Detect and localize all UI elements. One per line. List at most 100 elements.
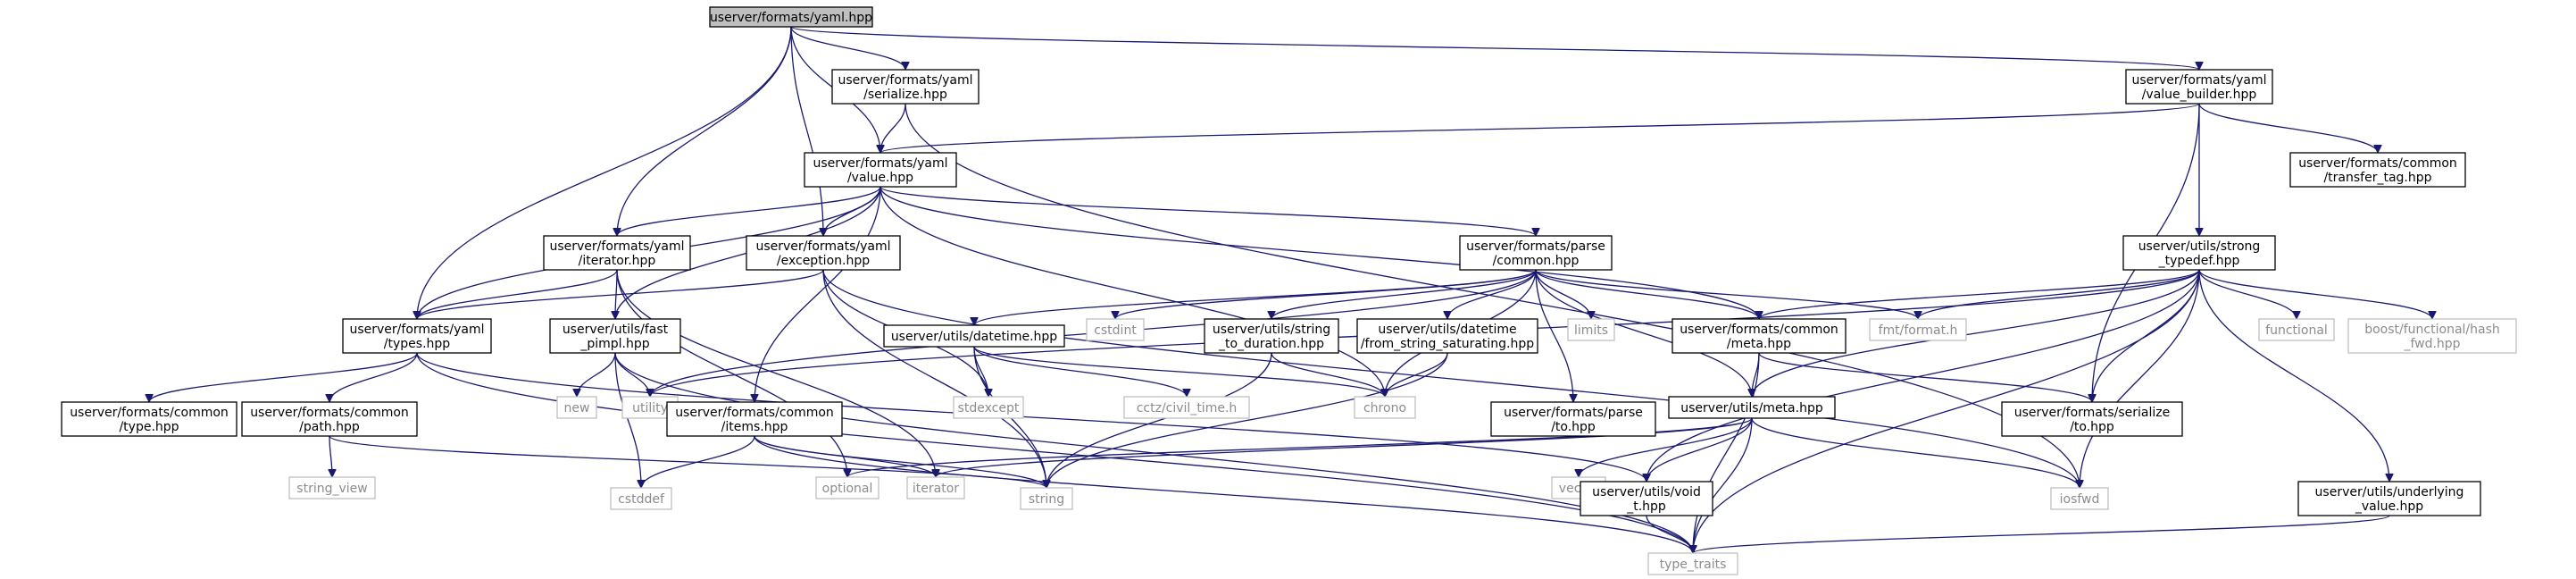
edge-value-builder-to-transfer-tag — [2198, 103, 2378, 154]
edge-parse-common-to-limits — [1535, 269, 1591, 320]
node-box — [342, 318, 492, 354]
node-box — [1668, 396, 1836, 419]
edge-arrow — [616, 269, 936, 477]
node-box — [666, 401, 843, 437]
edge-arrow — [1535, 269, 1759, 320]
node-box — [2289, 152, 2466, 188]
node-label: userver/formats/common — [2298, 156, 2457, 171]
node-common-meta[interactable]: userver/formats/common/meta.hpp — [1671, 318, 1847, 354]
node-void-t[interactable]: userver/utils/void_t.hpp — [1580, 481, 1713, 516]
node-optional: optional — [815, 476, 880, 499]
edge-arrow — [417, 269, 824, 320]
node-label: /to.hpp — [2070, 420, 2114, 434]
node-box — [2125, 69, 2273, 105]
node-yaml[interactable]: userver/formats/yaml.hpp — [709, 6, 873, 28]
node-common-type[interactable]: userver/formats/common/type.hpp — [61, 401, 238, 437]
node-yaml-exception[interactable]: userver/formats/yaml/exception.hpp — [746, 235, 901, 271]
edge-arrow — [1646, 417, 1753, 482]
node-serialize[interactable]: userver/formats/yaml/serialize.hpp — [831, 69, 980, 105]
node-string-to-duration[interactable]: userver/utils/string_to_duration.hpp — [1204, 318, 1339, 354]
edge-parse-common-to-common-meta — [1535, 269, 1759, 320]
node-fast-pimpl[interactable]: userver/utils/fast_pimpl.hpp — [549, 318, 681, 354]
node-label: cstdint — [1094, 323, 1137, 338]
node-cstdint: cstdint — [1086, 318, 1145, 341]
node-transfer-tag[interactable]: userver/formats/common/transfer_tag.hpp — [2289, 152, 2466, 188]
node-serialize-to[interactable]: userver/formats/serialize/to.hpp — [2001, 401, 2183, 437]
edge-parse-common-to-utils-meta — [1535, 269, 1752, 397]
node-value-builder[interactable]: userver/formats/yaml/value_builder.hpp — [2125, 69, 2273, 105]
node-label: userver/utils/string — [1213, 323, 1330, 337]
edge-arrow — [880, 103, 906, 154]
node-label: utility — [632, 401, 668, 415]
node-box — [906, 476, 965, 499]
node-label: boost/functional/hash — [2364, 323, 2500, 337]
edge-arrow — [1535, 269, 1573, 402]
node-label: /value.hpp — [847, 171, 913, 185]
edge-arrow — [614, 352, 641, 488]
node-layer: userver/formats/yaml.hpp userver/formats/… — [61, 6, 2517, 575]
node-box — [543, 235, 691, 271]
edge-arrow — [1447, 269, 1537, 320]
edge-arrow — [1046, 352, 1448, 488]
edge-yaml-iterator-to-optional — [616, 269, 847, 477]
node-label: userver/formats/common — [675, 406, 834, 420]
edge-arrow — [754, 435, 1046, 489]
node-label: userver/utils/datetime.hpp — [891, 330, 1057, 344]
node-box — [1671, 318, 1847, 354]
node-from-string-saturating[interactable]: userver/utils/datetime/from_string_satur… — [1356, 318, 1538, 354]
node-yaml-iterator[interactable]: userver/formats/yaml/iterator.hpp — [543, 235, 691, 271]
edge-arrow — [416, 352, 1693, 553]
edge-arrow — [880, 103, 2200, 154]
edge-arrow — [1693, 352, 1760, 553]
node-label: functional — [2265, 323, 2328, 338]
node-box — [815, 476, 880, 499]
edge-strong-typedef-to-iosfwd — [2080, 269, 2200, 488]
edge-value-to-yaml-iterator — [617, 186, 881, 237]
edge-arrow — [617, 26, 792, 236]
edge-from-string-saturating-to-string — [1046, 352, 1448, 488]
edge-arrow — [2080, 269, 2200, 488]
edge-yaml-to-value-builder — [790, 26, 2199, 71]
node-box — [1204, 318, 1339, 354]
node-datetime[interactable]: userver/utils/datetime.hpp — [883, 324, 1065, 348]
node-box — [883, 324, 1065, 348]
node-yaml-types[interactable]: userver/formats/yaml/types.hpp — [342, 318, 492, 354]
node-common-items[interactable]: userver/formats/common/items.hpp — [666, 401, 843, 437]
node-utils-meta[interactable]: userver/utils/meta.hpp — [1668, 396, 1836, 419]
node-label: /from_string_saturating.hpp — [1361, 337, 1534, 351]
node-label: userver/utils/void — [1592, 485, 1701, 499]
node-label: userver/utils/datetime — [1378, 323, 1516, 337]
edge-serialize-to-value — [880, 103, 906, 154]
node-box — [1580, 481, 1713, 516]
node-common-path[interactable]: userver/formats/common/path.hpp — [241, 401, 418, 437]
node-box — [556, 396, 597, 419]
node-label: /common.hpp — [1493, 254, 1580, 268]
node-label: /path.hpp — [299, 420, 360, 434]
node-parse-to[interactable]: userver/formats/parse/to.hpp — [1490, 401, 1656, 437]
edge-arrow — [880, 186, 1385, 397]
edge-yaml-types-to-type-traits — [416, 352, 1693, 553]
node-label: cstddef — [618, 492, 665, 507]
node-label: userver/formats/parse — [1466, 239, 1605, 254]
node-underlying-value[interactable]: userver/utils/underlying_value.hpp — [2297, 481, 2481, 516]
edge-string-to-duration-to-string — [1046, 352, 1272, 488]
node-strong-typedef[interactable]: userver/utils/strong_typedef.hpp — [2122, 235, 2276, 271]
edge-yaml-types-to-void-t — [416, 352, 1646, 482]
node-label: /value_builder.hpp — [2142, 88, 2257, 102]
node-value[interactable]: userver/formats/yaml/value.hpp — [804, 152, 957, 188]
edge-arrow — [2198, 269, 2389, 482]
node-box — [1647, 552, 1738, 575]
edge-arrow — [616, 269, 847, 477]
node-iterator: iterator — [906, 476, 965, 499]
edge-strong-typedef-to-fmt-format — [1918, 269, 2200, 320]
edge-yaml-types-to-common-type — [149, 352, 418, 403]
edge-arrow — [754, 435, 1693, 554]
edge-utils-meta-to-void-t — [1646, 417, 1753, 482]
edge-datetime-to-cctz-civil-time — [973, 346, 1187, 398]
node-box — [61, 401, 238, 437]
edge-strong-typedef-to-type-traits — [1693, 269, 2200, 553]
node-label: userver/formats/yaml — [349, 323, 484, 337]
node-box — [709, 6, 873, 28]
edge-arrow — [1385, 352, 1448, 398]
node-parse-common[interactable]: userver/formats/parse/common.hpp — [1459, 235, 1613, 271]
